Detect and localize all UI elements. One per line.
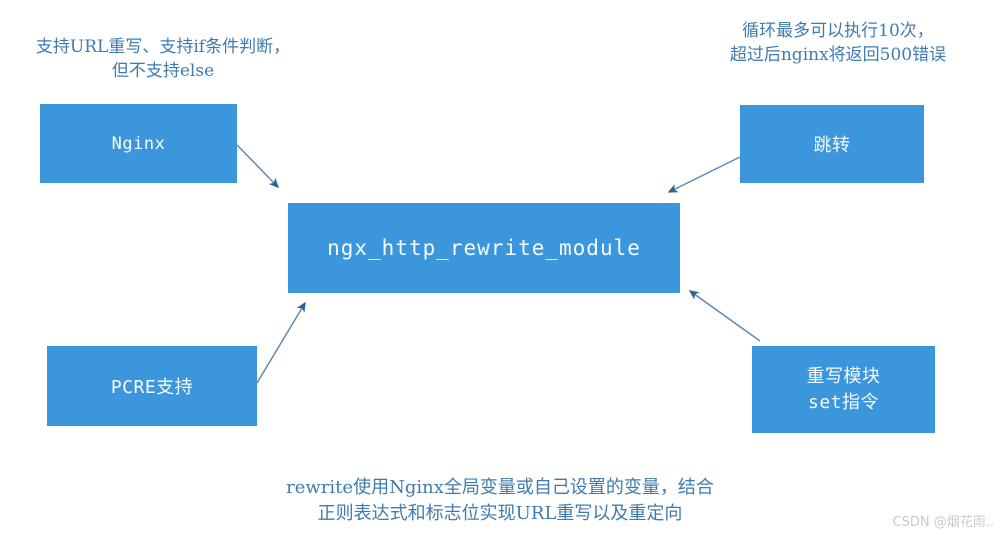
node-rewrite-set-label-line1: 重写模块 — [806, 365, 881, 387]
node-jump: 跳转 — [740, 105, 924, 183]
arrow-pcre-to-module-icon — [256, 301, 306, 384]
node-nginx-label: Nginx — [111, 133, 166, 154]
node-central-module: ngx_http_rewrite_module — [288, 203, 680, 293]
node-jump-label: 跳转 — [813, 135, 851, 156]
arrow-rewriteset-to-module-icon — [688, 290, 761, 342]
annotation-bottom-line2: 正则表达式和标志位实现URL重写以及重定向 — [317, 503, 683, 524]
annotation-top-right: 循环最多可以执行10次， 超过后nginx将返回500错误 — [698, 19, 978, 67]
node-nginx: Nginx — [40, 104, 237, 183]
arrow-nginx-to-module-icon — [236, 144, 280, 189]
annotation-top-left-line2: 但不支持else — [111, 61, 215, 81]
annotation-bottom-line1: rewrite使用Nginx全局变量或自己设置的变量，结合 — [286, 477, 714, 498]
annotation-top-left-line1: 支持URL重写、支持if条件判断， — [35, 37, 291, 57]
annotation-top-right-line2: 超过后nginx将返回500错误 — [729, 45, 947, 65]
annotation-top-left: 支持URL重写、支持if条件判断， 但不支持else — [8, 35, 318, 83]
node-rewrite-set-label-line2: set指令 — [807, 391, 879, 413]
node-pcre-label: PCRE支持 — [110, 377, 194, 398]
arrow-jump-to-module-icon — [667, 156, 741, 193]
node-central-module-label: ngx_http_rewrite_module — [327, 236, 641, 260]
annotation-bottom: rewrite使用Nginx全局变量或自己设置的变量，结合 正则表达式和标志位实… — [230, 475, 770, 527]
watermark: CSDN @烟花雨.. — [892, 515, 994, 530]
node-rewrite-set: 重写模块 set指令 — [752, 346, 935, 433]
annotation-top-right-line1: 循环最多可以执行10次， — [742, 21, 934, 41]
node-pcre: PCRE支持 — [47, 346, 257, 426]
